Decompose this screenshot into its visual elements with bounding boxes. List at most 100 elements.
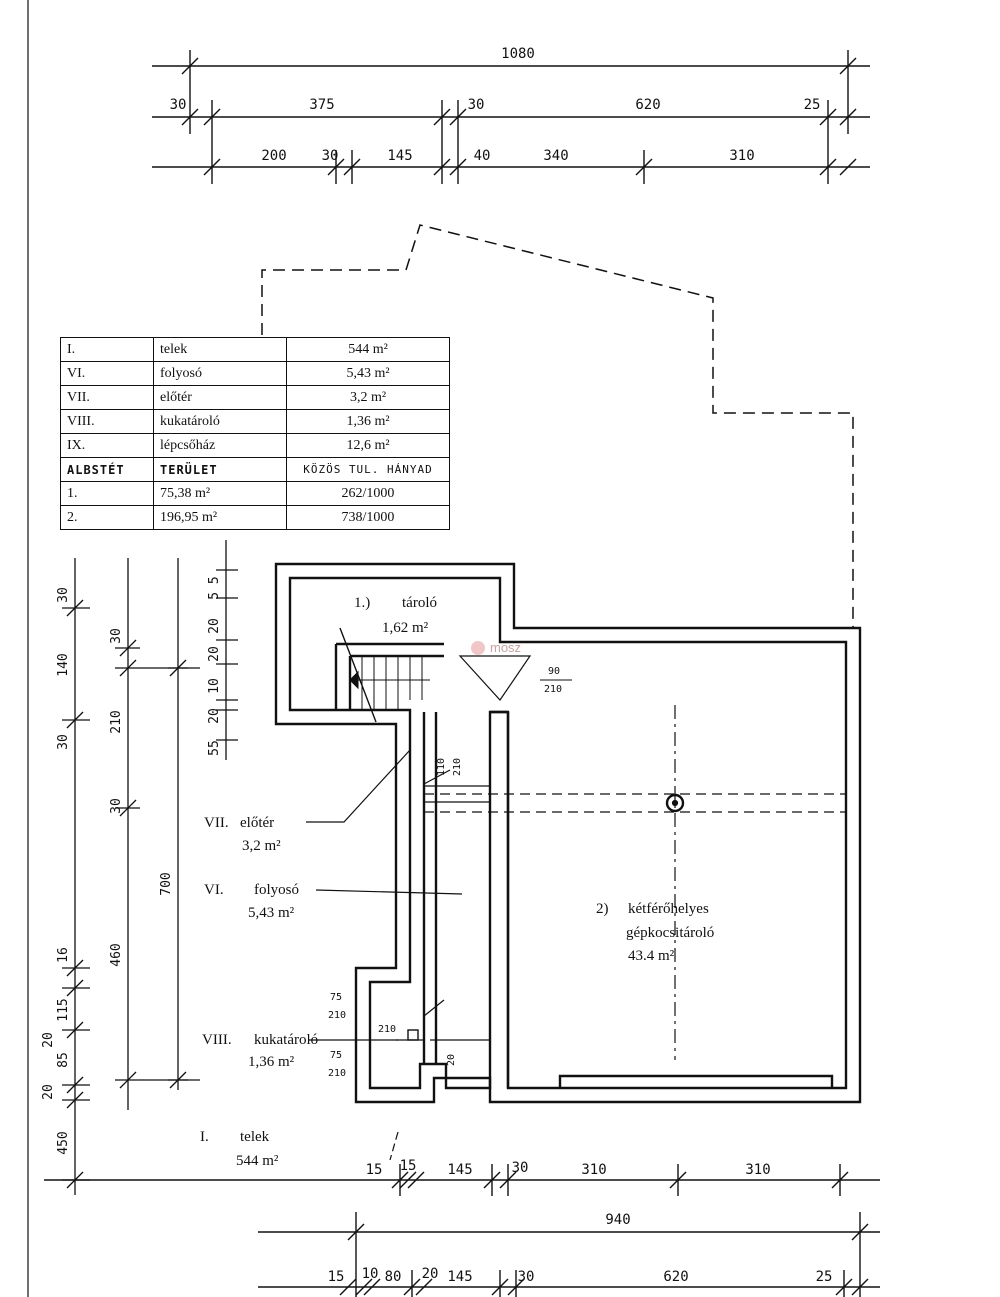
kuka1-top: 75 [330, 992, 342, 1003]
cell: kukatároló [153, 409, 287, 434]
kuka-inner: 210 [378, 1024, 396, 1035]
cell: lépcsőház [153, 433, 287, 458]
cell: 3,2 m² [286, 385, 450, 410]
bdim-r3-g: 620 [663, 1269, 688, 1285]
ldim-17: 20 [207, 646, 222, 662]
room1-num: 1.) [354, 595, 370, 611]
room1-name: tároló [402, 595, 437, 611]
telek-num: I. [200, 1129, 209, 1145]
cell: VI. [60, 361, 154, 386]
cell: 738/1000 [286, 505, 450, 530]
header-cell: ALBSTÉT [60, 457, 154, 482]
cell: 75,38 m² [153, 481, 287, 506]
cell: folyosó [153, 361, 287, 386]
plot-boundary-dashed [261, 224, 854, 628]
ldim-20: 55 [207, 740, 222, 756]
ldim-9: 450 [56, 1131, 71, 1154]
ldim-15: 5 5 [207, 576, 222, 599]
ldim-19: 20 [207, 708, 222, 724]
cell: 12,6 m² [286, 433, 450, 458]
header-cell: KÖZÖS TUL. HÁNYAD [286, 457, 450, 482]
bdim-r2-overall: 940 [605, 1212, 630, 1228]
watermark-logo: mosz [490, 640, 521, 655]
ldim-5: 115 [56, 998, 71, 1021]
ldim-14: 700 [159, 872, 174, 895]
garage-num: 2) [596, 901, 609, 917]
header-cell: TERÜLET [153, 457, 287, 482]
dim-top-r3-b: 30 [322, 148, 339, 164]
cell: 2. [60, 505, 154, 530]
ldim-8: 20 [41, 1084, 56, 1100]
ldim-10: 30 [109, 628, 124, 644]
ldim-6: 20 [41, 1032, 56, 1048]
ldim-1: 30 [56, 587, 71, 603]
kuka2-bot: 210 [328, 1068, 346, 1079]
left-dimension-chains [62, 540, 238, 1195]
cell: I. [60, 337, 154, 362]
cell: 196,95 m² [153, 505, 287, 530]
dim-top-r3-a: 200 [261, 148, 286, 164]
door-garage-top: 90 [548, 666, 560, 677]
door-garage-bot: 210 [544, 684, 562, 695]
building-walls [274, 562, 862, 1104]
dim-top-r3-d: 40 [474, 148, 491, 164]
dim-top-r2-a: 30 [170, 97, 187, 113]
dim-top-r3-c: 145 [387, 148, 412, 164]
cell: telek [153, 337, 287, 362]
bdim-r3-c: 80 [385, 1269, 402, 1285]
kuka-area: 1,36 m² [248, 1054, 295, 1070]
ldim-3: 30 [56, 734, 71, 750]
staircase [339, 627, 430, 723]
bdim-r3-b: 10 [362, 1266, 379, 1282]
cell: VIII. [60, 409, 154, 434]
ldim-13: 460 [109, 943, 124, 966]
garage-name-1: kétférőhelyes [628, 901, 709, 917]
eloter-name: előtér [240, 815, 274, 831]
telek-area: 544 m² [236, 1153, 279, 1169]
dim-top-r2-b: 375 [309, 97, 334, 113]
folyoso-area: 5,43 m² [248, 905, 295, 921]
cell: 1. [60, 481, 154, 506]
kuka1-bot: 210 [328, 1010, 346, 1021]
bdim-r3-f: 30 [518, 1269, 535, 1285]
dim-top-r2-e: 25 [804, 97, 821, 113]
kuka-side: 20 [446, 1054, 457, 1066]
top-dimension-chains [152, 50, 870, 184]
bdim-r1-a: 15 [366, 1162, 383, 1178]
dim-top-overall: 1080 [501, 46, 535, 62]
left-dim-labels: 30 140 30 16 115 20 85 20 450 30 210 30 … [41, 576, 222, 1154]
telek-name: telek [240, 1129, 270, 1145]
cell: 1,36 m² [286, 409, 450, 434]
ldim-4: 16 [56, 947, 71, 963]
bdim-r3-a: 15 [328, 1269, 345, 1285]
bdim-r1-d: 30 [512, 1160, 529, 1176]
ldim-2: 140 [56, 653, 71, 676]
bdim-r1-e: 310 [581, 1162, 606, 1178]
kuka2-top: 75 [330, 1050, 342, 1061]
cell: IX. [60, 433, 154, 458]
cell: 262/1000 [286, 481, 450, 506]
room1-area: 1,62 m² [382, 620, 429, 636]
cell: 5,43 m² [286, 361, 450, 386]
cell: előtér [153, 385, 287, 410]
bdim-r1-b: 15 [400, 1158, 417, 1174]
bdim-r3-e: 145 [447, 1269, 472, 1285]
ldim-7: 85 [56, 1052, 71, 1068]
dim-top-r2-d: 620 [635, 97, 660, 113]
garage-name-2: gépkocsitároló [626, 925, 714, 941]
leader-lines [306, 749, 463, 1161]
ldim-11: 210 [109, 710, 124, 733]
ldim-16: 20 [207, 618, 222, 634]
kuka-name: kukatároló [254, 1032, 318, 1048]
garage-area: 43.4 m² [628, 948, 675, 964]
hall-dim-b: 210 [452, 758, 463, 776]
